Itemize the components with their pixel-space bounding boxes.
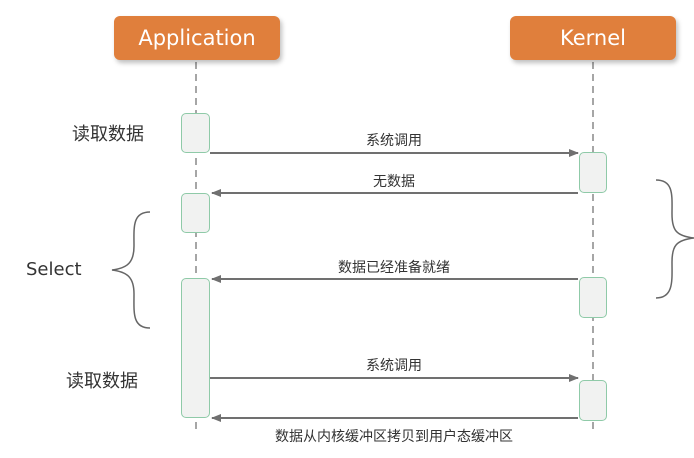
application-actor: Application: [114, 16, 280, 60]
syscall-label-2: 系统调用: [366, 358, 422, 374]
application-activation-1: [181, 113, 210, 153]
select-label: Select: [26, 259, 82, 280]
kernel-actor: Kernel: [510, 16, 676, 60]
kernel-brace: [655, 179, 694, 299]
read-data-label-2: 读取数据: [66, 371, 138, 392]
kernel-activation-2: [579, 277, 607, 318]
kernel-activation-1: [579, 152, 607, 193]
copy-data-label: 数据从内核缓冲区拷贝到用户态缓冲区: [275, 429, 513, 445]
application-activation-2: [181, 193, 210, 233]
syscall-label-1: 系统调用: [366, 133, 422, 149]
data-ready-label: 数据已经准备就绪: [338, 260, 450, 276]
read-data-label-1: 读取数据: [72, 124, 144, 145]
kernel-activation-3: [579, 380, 607, 421]
select-brace: [111, 211, 151, 329]
application-activation-3: [181, 278, 210, 418]
no-data-label: 无数据: [373, 174, 415, 190]
